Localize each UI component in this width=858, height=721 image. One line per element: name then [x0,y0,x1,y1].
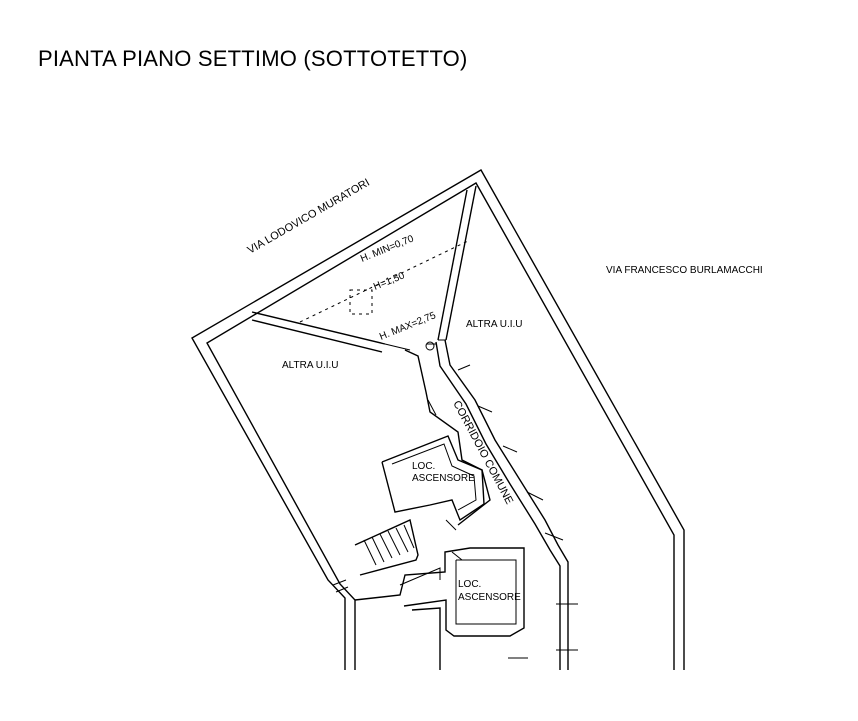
label-elevator-2-line1: LOC. [458,579,481,590]
roof-lines [251,185,477,353]
label-h-min: H. MIN=0,70 [359,233,416,264]
label-elevator-1-line1: LOC. [412,461,435,472]
label-other-unit-right: ALTRA U.I.U [466,319,523,330]
label-elevator-1-line2: ASCENSORE [412,473,475,484]
plan-title: PIANTA PIANO SETTIMO (SOTTOTETTO) [38,46,468,71]
stair-block [332,519,419,593]
label-via-burlamacchi: VIA FRANCESCO BURLAMACCHI [606,265,763,276]
elevator-room-2-walls [354,547,525,670]
label-other-unit-left: ALTRA U.I.U [282,360,339,371]
label-elevator-2-line2: ASCENSORE [458,592,521,603]
elevator-room-1-walls [381,435,485,522]
label-h-max: H. MAX=2,75 [378,310,438,343]
corridor-walls [404,339,569,670]
corridor-ticks [427,364,578,659]
label-h-mid: H=1,50 [372,270,407,293]
